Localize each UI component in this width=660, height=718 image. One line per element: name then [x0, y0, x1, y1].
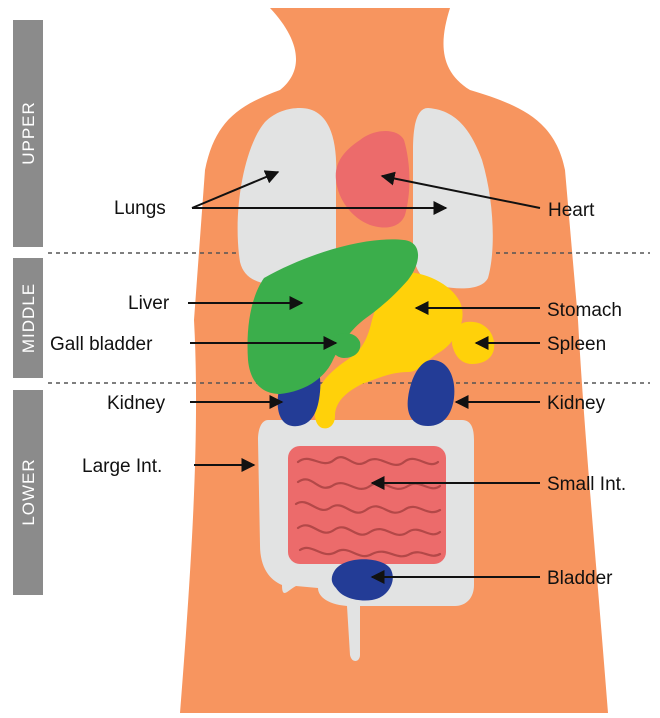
section-bar-upper: UPPER: [13, 20, 43, 247]
label-large-int: Large Int.: [82, 456, 162, 477]
section-label-upper: UPPER: [19, 101, 38, 165]
section-bar-middle: MIDDLE: [13, 258, 43, 378]
section-label-middle: MIDDLE: [19, 283, 38, 353]
label-liver: Liver: [128, 293, 170, 314]
section-label-lower: LOWER: [19, 458, 38, 525]
label-bladder: Bladder: [547, 568, 613, 589]
gall-bladder-organ: [331, 333, 360, 358]
section-bar-lower: LOWER: [13, 390, 43, 595]
label-spleen: Spleen: [547, 334, 606, 355]
label-heart: Heart: [548, 200, 595, 221]
label-kidney-right: Kidney: [547, 393, 606, 414]
label-kidney-left: Kidney: [107, 393, 166, 414]
label-small-int: Small Int.: [547, 474, 626, 495]
label-stomach: Stomach: [547, 300, 622, 321]
label-gall-bladder: Gall bladder: [50, 334, 153, 355]
label-lungs: Lungs: [114, 198, 166, 219]
